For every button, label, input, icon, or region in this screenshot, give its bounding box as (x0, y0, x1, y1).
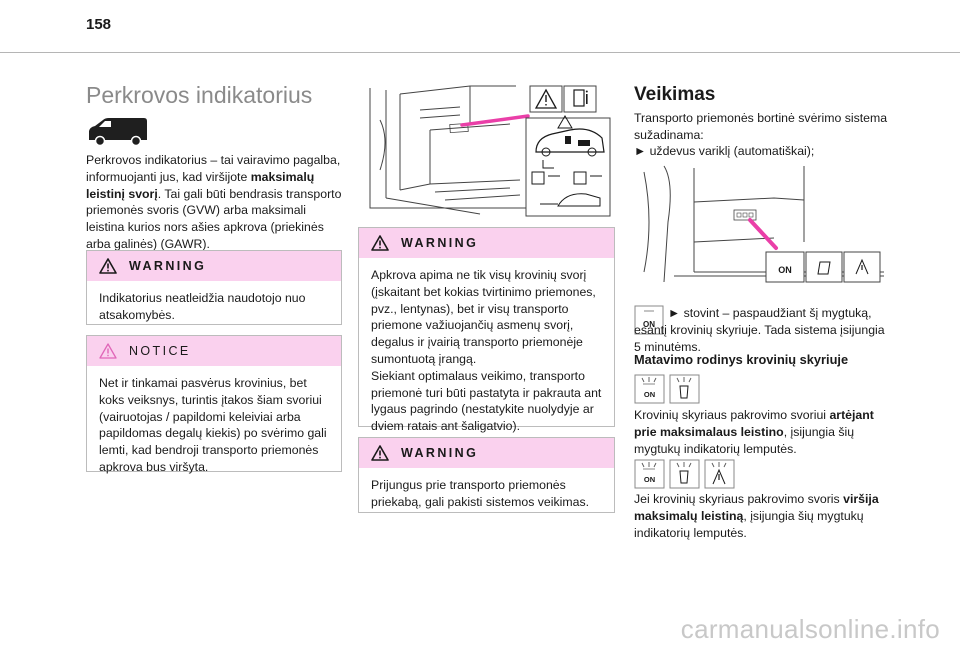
warning-header: WARNING (87, 251, 341, 281)
warning-title: WARNING (401, 236, 479, 250)
warning-load-text: Apkrova apima ne tik visų krovinių svorį… (359, 258, 614, 445)
watermark: carmanualsonline.info (680, 614, 940, 644)
approaching-max-paragraph: Krovinių skyriaus pakrovimo svoriui artė… (634, 408, 874, 456)
warning-box-trailer: WARNING Prijungus prie transporto priemo… (358, 437, 615, 513)
display-subtitle: Matavimo rodinys krovinių skyriuje (634, 352, 849, 367)
warning-header: WARNING (359, 228, 614, 258)
notice-box: NOTICE Net ir tinkamai pasvėrus kroviniu… (86, 335, 342, 474)
warning-title: WARNING (129, 259, 207, 273)
lit-buttons-pair-icon: ON (634, 374, 700, 404)
bullet-engine-start: ► uždevus variklį (automatiškai); (634, 144, 815, 158)
lit-buttons-triple-icon: ON (634, 459, 735, 489)
section-title: Perkrovos indikatorius (86, 82, 313, 108)
cargo-area-illustration (369, 85, 611, 217)
warning-triangle-icon (371, 235, 389, 251)
cargo-button-illustration: ON (643, 165, 884, 283)
on-button-label: ON (778, 265, 792, 275)
header-rule (0, 52, 960, 53)
warning-text: Indikatorius neatleidžia naudotojo nuo a… (99, 291, 306, 322)
notice-triangle-icon (99, 343, 117, 359)
warning-box-load: WARNING Apkrova apima ne tik visų krovin… (358, 227, 615, 433)
warning-header: WARNING (359, 438, 614, 468)
on-button-text: ON (644, 475, 655, 484)
notice-header: NOTICE (87, 336, 341, 366)
warning-title: WARNING (401, 446, 479, 460)
operation-intro: Transporto priemonės bortinė svėrimo sis… (634, 111, 888, 142)
exceeds-max-paragraph: Jei krovinių skyriaus pakrovimo svoris v… (634, 492, 879, 540)
warning-triangle-icon (371, 445, 389, 461)
warning-load-text-2: Siekiant optimalaus veikimo, transporto … (371, 368, 602, 434)
notice-title: NOTICE (129, 344, 191, 358)
on-button-text: ON (643, 320, 655, 329)
warning-box: WARNING Indikatorius neatleidžia naudoto… (86, 250, 342, 325)
operation-title: Veikimas (634, 84, 716, 105)
page-number: 158 (86, 16, 112, 33)
warning-triangle-icon (99, 258, 117, 274)
on-button-text: ON (644, 390, 655, 399)
warning-load-text-1: Apkrova apima ne tik visų krovinių svorį… (371, 268, 596, 366)
van-icon (89, 118, 147, 147)
warning-trailer-text: Prijungus prie transporto priemonės prie… (371, 478, 590, 509)
on-button-icon: ON (634, 305, 664, 335)
intro-paragraph: Perkrovos indikatorius – tai vairavimo p… (86, 153, 342, 251)
notice-text: Net ir tinkamai pasvėrus krovinius, bet … (99, 376, 327, 474)
bullet-button-press: ► stovint – paspaudžiant šį mygtuką, esa… (634, 306, 885, 354)
